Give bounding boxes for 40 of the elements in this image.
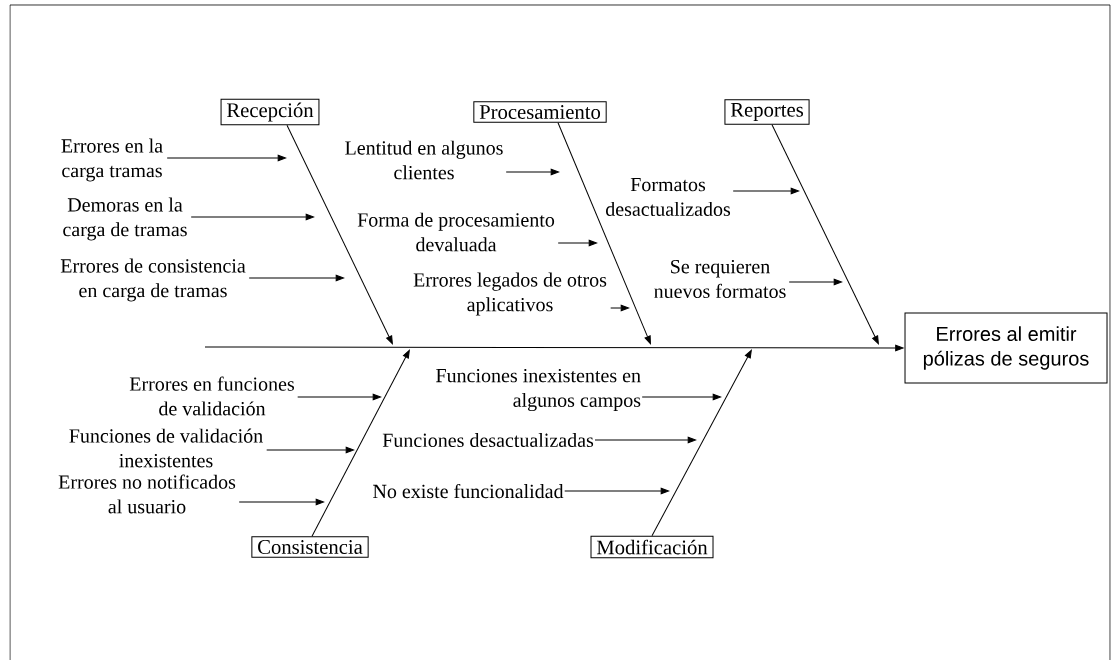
cause-arrow	[505, 168, 559, 176]
bone-arrow	[651, 349, 752, 537]
cause-text: Errores no notificados al usuario	[58, 474, 236, 514]
cause-arrow	[564, 487, 669, 495]
category-box: Procesamiento	[473, 101, 607, 123]
effect-box: Errores al emitir pólizas de seguros	[904, 312, 1108, 384]
cause-arrow	[594, 436, 696, 444]
cause-arrow	[732, 187, 800, 195]
cause-text: Formatos desactualizados	[606, 178, 731, 216]
cause-arrow	[641, 393, 722, 401]
cause-text: Errores en funciones de validación	[129, 376, 294, 416]
cause-text: No existe funcionalidad	[373, 483, 564, 499]
bone-arrow	[557, 122, 651, 345]
bone-arrow	[311, 349, 410, 537]
cause-arrow	[248, 274, 344, 282]
category-box: Recepción	[220, 98, 320, 126]
cause-text: Demoras en la carga de tramas	[63, 197, 187, 241]
cause-text: Errores en la carga tramas	[61, 138, 163, 182]
cause-text: Errores de consistencia en carga de tramas	[60, 258, 246, 302]
cause-arrow	[557, 239, 597, 247]
cause-arrow	[788, 278, 843, 286]
bone-arrow	[286, 124, 393, 345]
cause-text: Errores legados de otros aplicativos	[413, 272, 607, 316]
cause-text: Funciones desactualizadas	[382, 433, 594, 448]
cause-arrow	[166, 154, 286, 162]
cause-text: Funciones inexistentes en algunos campos	[436, 368, 641, 412]
cause-arrow	[238, 498, 324, 506]
cause-text: Funciones de validación inexistentes	[69, 428, 263, 468]
spine-arrow	[204, 344, 904, 352]
category-box: Consistencia	[251, 536, 369, 558]
category-box: Reportes	[724, 99, 810, 125]
cause-arrow	[266, 446, 354, 454]
cause-text: Se requieren nuevos formatos	[654, 259, 786, 299]
category-box: Modificación	[590, 535, 714, 559]
cause-text: Lentitud en algunos clientes	[345, 140, 503, 180]
cause-arrow	[610, 304, 629, 312]
cause-arrow	[190, 213, 314, 221]
cause-text: Forma de procesamiento devaluada	[357, 212, 555, 252]
cause-arrow	[297, 393, 381, 401]
bone-arrow	[771, 124, 879, 345]
